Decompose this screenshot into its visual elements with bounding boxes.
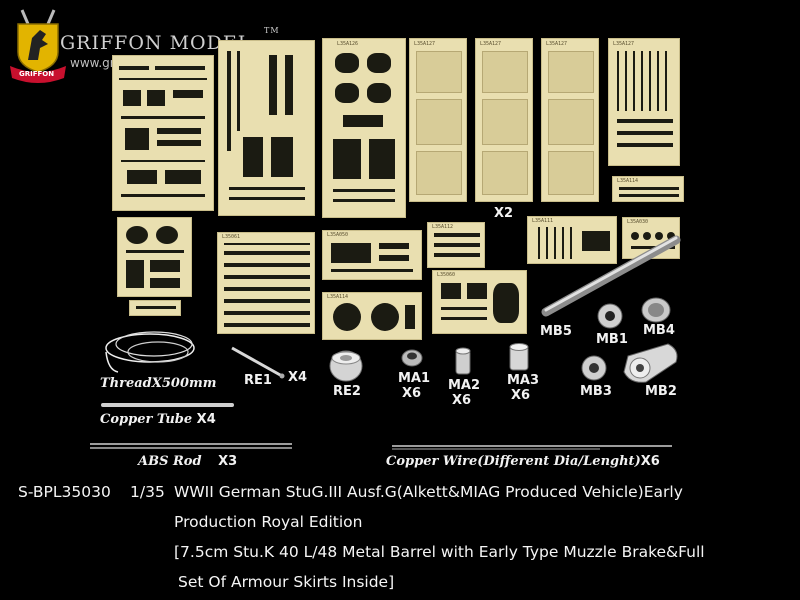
mb2-muzzle-brake — [623, 343, 678, 383]
mb3-part — [581, 355, 607, 381]
product-title-line2: Production Royal Edition — [174, 513, 363, 531]
fret-quantity-label: X2 — [494, 206, 514, 221]
ribbon-text: GRIFFON — [19, 70, 55, 78]
ma3-label: MA3 — [507, 373, 540, 388]
pe-fret: L35A114 — [322, 292, 422, 340]
pe-fret — [218, 40, 315, 216]
re1-label: RE1 — [244, 373, 272, 388]
pe-fret — [129, 300, 181, 316]
ma2-quantity: X6 — [452, 393, 472, 408]
mb1-label: MB1 — [596, 332, 628, 347]
product-scale: 1/35 — [130, 483, 165, 501]
ma1-label: MA1 — [398, 371, 431, 386]
re1-quantity: X4 — [288, 370, 308, 385]
pe-skirt-fret: L35A127 — [409, 38, 467, 202]
pe-fret: L35A112 — [427, 222, 485, 268]
pe-fret: L35A114 — [612, 176, 684, 202]
thread-label: ThreadX500mm — [100, 376, 217, 391]
griffon-shield-icon — [10, 9, 66, 83]
ma3-part — [509, 343, 529, 371]
pe-skirt-fret: L35A127 — [475, 38, 533, 202]
mb4-part — [641, 297, 671, 323]
pe-fret: L35A126 — [322, 38, 406, 218]
pe-fret — [112, 55, 214, 211]
ma2-part — [455, 347, 471, 375]
product-code: S-BPL35030 — [18, 483, 111, 501]
ma2-label: MA2 — [448, 378, 481, 393]
product-title-line1: WWII German StuG.III Ausf.G(Alkett&MIAG … — [174, 483, 683, 501]
product-title-line4: Set Of Armour Skirts Inside] — [178, 573, 395, 591]
re2-part — [329, 350, 363, 382]
mb2-label: MB2 — [645, 384, 677, 399]
product-title-line3: [7.5cm Stu.K 40 L/48 Metal Barrel with E… — [174, 543, 705, 561]
mb3-label: MB3 — [580, 384, 612, 399]
brand-name: GRIFFON MODEL — [60, 32, 252, 54]
re1-part — [231, 346, 283, 378]
pe-fret — [117, 217, 192, 297]
ma1-part — [401, 349, 423, 367]
ma1-quantity: X6 — [402, 386, 422, 401]
copper-wire-label: Copper Wire(Different Dia/Lenght)X6 — [386, 454, 660, 469]
pe-skirt-fret: L35A127 — [541, 38, 599, 202]
pe-fret: L35060 — [432, 270, 527, 334]
mb5-barrel — [541, 235, 681, 317]
copper-tube-label: Copper Tube X4 — [100, 412, 216, 427]
ma3-quantity: X6 — [511, 388, 531, 403]
brand-logo: GRIFFON — [8, 8, 68, 84]
pe-fret: L35A111 — [527, 216, 617, 264]
abs-rod-label: ABS Rod X3 — [138, 454, 238, 469]
brand-trademark: TM — [264, 26, 280, 35]
mb1-part — [597, 303, 623, 329]
pe-fret: L35A127 — [608, 38, 680, 166]
pe-fret: L35061 — [217, 232, 315, 334]
mb4-label: MB4 — [643, 323, 675, 338]
thread-coil — [105, 331, 195, 373]
mb5-label: MB5 — [540, 324, 572, 339]
pe-fret: L35A050 — [322, 230, 422, 280]
re2-label: RE2 — [333, 384, 361, 399]
